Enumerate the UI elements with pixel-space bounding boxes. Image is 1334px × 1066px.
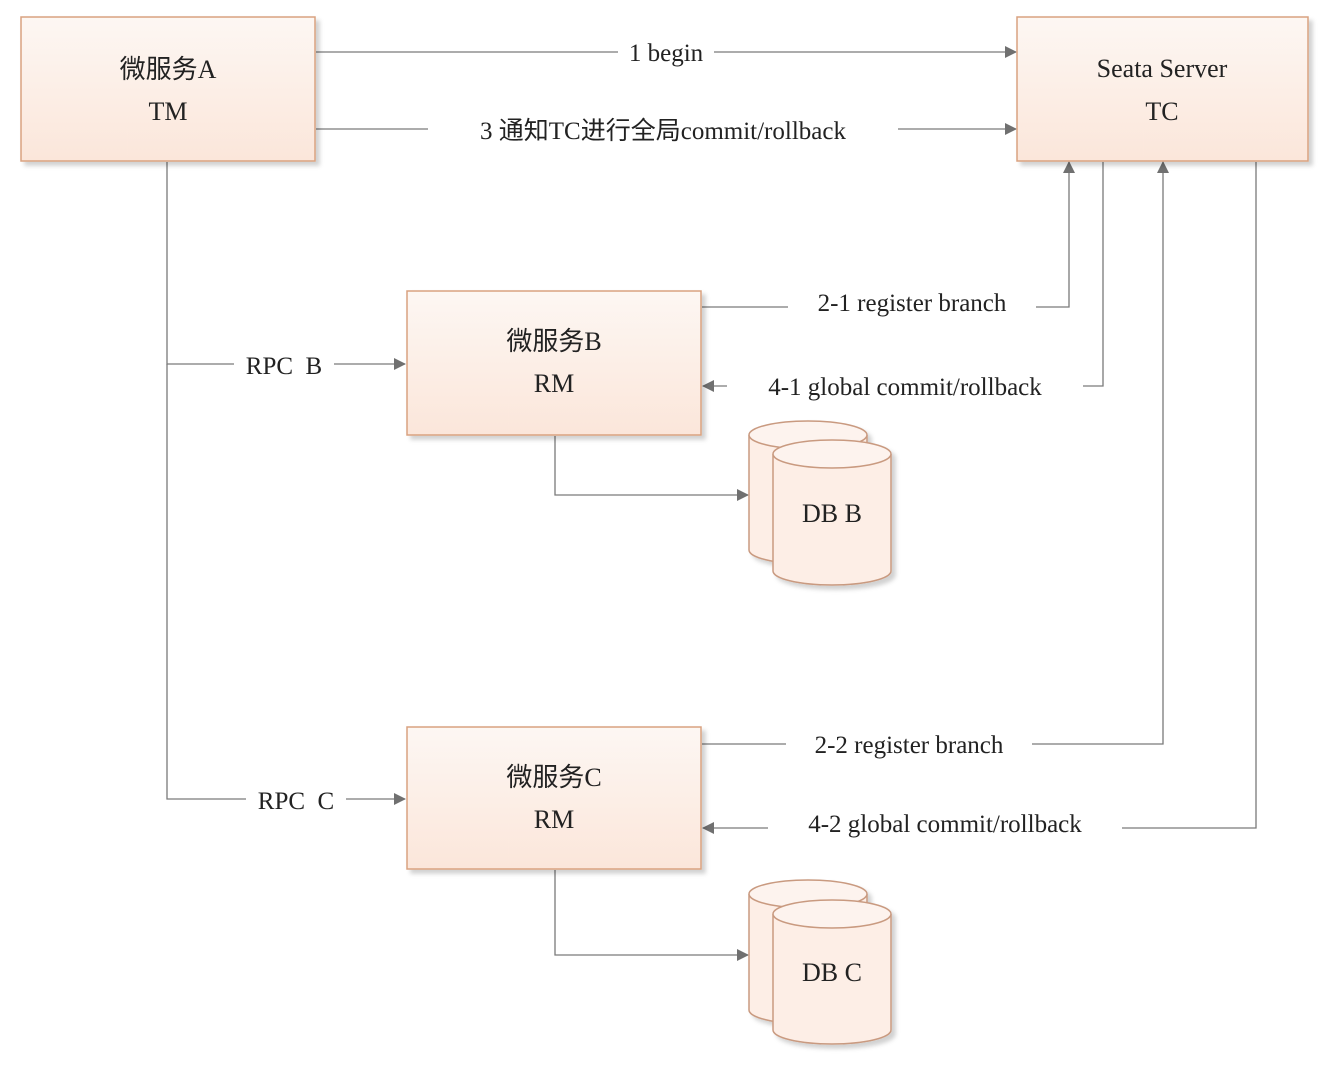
node-service-c-title: 微服务C — [506, 763, 601, 792]
node-service-c: 微服务C RM — [406, 726, 702, 870]
database-b-front-cylinder — [772, 439, 892, 586]
edge-commit-b — [702, 162, 1104, 392]
node-seata-server-title: Seata Server — [1097, 54, 1228, 83]
edge-b-db — [554, 436, 749, 501]
node-service-b-title: 微服务B — [506, 327, 601, 356]
node-seata-server: Seata Server TC — [1016, 16, 1309, 162]
node-service-a-role: TM — [149, 97, 188, 126]
node-service-b: 微服务B RM — [406, 290, 702, 436]
label-rpc-c: RPC C — [258, 788, 334, 815]
node-service-a: 微服务A TM — [20, 16, 316, 162]
node-seata-server-role: TC — [1145, 97, 1178, 126]
edge-labels: 1 begin 3 通知TC进行全局commit/rollback RPC B … — [234, 36, 1122, 844]
label-register-c: 2-2 register branch — [815, 732, 1004, 759]
database-b: DB B — [748, 420, 892, 586]
label-begin: 1 begin — [629, 40, 704, 67]
node-service-b-role: RM — [534, 369, 574, 398]
node-service-a-title: 微服务A — [120, 55, 217, 84]
database-c: DB C — [748, 879, 892, 1045]
database-b-label: DB B — [802, 499, 862, 528]
label-commit-b: 4-1 global commit/rollback — [768, 374, 1042, 401]
label-commit-c: 4-2 global commit/rollback — [808, 811, 1082, 838]
label-notify: 3 通知TC进行全局commit/rollback — [480, 117, 846, 145]
node-service-c-role: RM — [534, 805, 574, 834]
database-c-label: DB C — [802, 958, 862, 987]
edge-register-b — [702, 161, 1075, 308]
label-rpc-b: RPC B — [246, 353, 322, 380]
edge-rpc-c — [166, 364, 406, 805]
edge-c-db — [554, 870, 749, 961]
label-register-b: 2-1 register branch — [818, 290, 1007, 317]
edge-rpc-b — [166, 162, 406, 370]
database-c-front-cylinder — [772, 899, 892, 1045]
